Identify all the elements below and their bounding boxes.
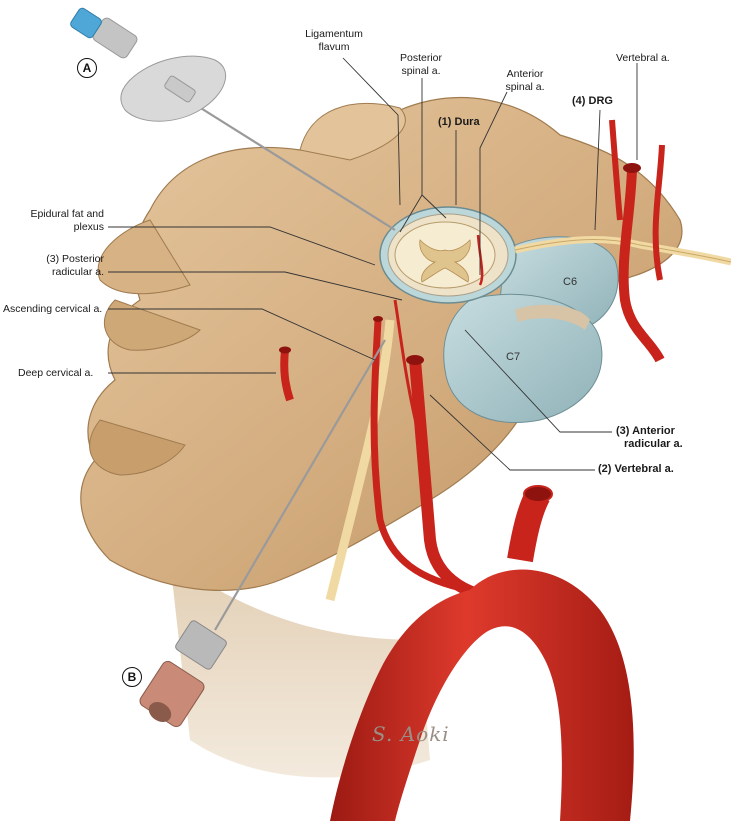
label-posterior-radicular: (3) Posterior radicular a. [46,253,104,278]
label-vertebral-2: (2) Vertebral a. [598,463,674,475]
leader-lines [108,57,638,471]
label-posterior-spinal: Posterior spinal a. [399,52,442,77]
artist-signature: S. Aoki [372,722,450,746]
label-vertebral-top: Vertebral a. [616,52,670,64]
needle-b [139,339,386,728]
right-vertebral-artery [618,169,665,363]
radicular-branches [393,299,422,441]
label-deep-cervical: Deep cervical a. [18,367,94,379]
gray-matter [419,239,471,283]
label-epidural: Epidural fat and plexus [30,208,104,233]
ascending-cervical-artery [370,319,471,594]
label-dura: (1) Dura [438,116,480,128]
label-drg: (4) DRG [572,95,613,107]
subclavian [507,488,550,563]
needle-a [70,7,396,231]
disc-band [515,304,590,330]
label-anterior-radicular: (3) Anterior radicular a. [616,425,683,450]
vertebra-label-c6: C6 [563,276,578,288]
transverse-process-lower [89,419,186,476]
transverse-process-upper [97,219,191,295]
c7-body [443,293,603,424]
transverse-process-mid [103,299,201,351]
aortic-arch [330,569,634,821]
vertebra-label-c7: C7 [506,351,521,363]
label-anterior-spinal: Anterior spinal a. [505,68,545,93]
needle-marker-a: A [77,58,97,78]
deep-cervical-artery [280,349,294,402]
label-ascending-cervical: Ascending cervical a. [3,303,103,315]
descending-nerve [325,319,395,602]
needle-marker-b: B [122,667,142,687]
spinous-top [299,102,406,161]
label-ligamentum-flavum: Ligamentum flavum [305,28,363,53]
